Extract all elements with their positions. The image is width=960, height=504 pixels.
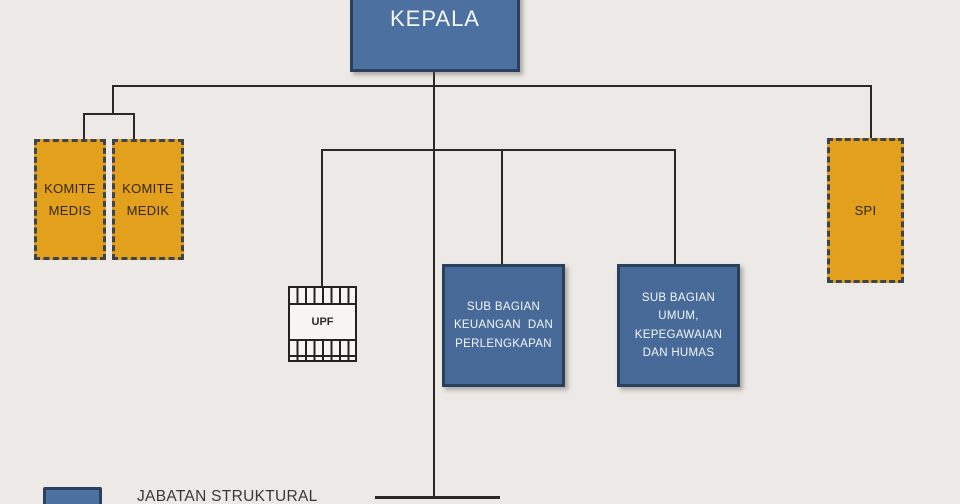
connector-medis-drop: [83, 113, 85, 140]
node-sub-umum-line2: UMUM,: [658, 310, 699, 322]
node-sub-umum-line1: SUB BAGIAN: [641, 291, 716, 304]
node-komite-medik-line2: MEDIK: [126, 202, 170, 218]
node-komite-medis: KOMITE MEDIS: [34, 139, 106, 260]
node-komite-medis-line1: KOMITE: [44, 180, 96, 196]
connector-branch2-horizontal: [322, 149, 676, 151]
node-komite-medik: KOMITE MEDIK: [112, 139, 184, 260]
node-sub-umum-line3: KEPEGAWAIAN: [634, 328, 723, 341]
upf-hatch-bottom-icon: [290, 339, 355, 360]
connector-spi-drop: [870, 85, 872, 139]
node-upf: UPF: [288, 286, 357, 362]
connector-medik-drop: [133, 113, 135, 140]
node-sub-bagian-keuangan: SUB BAGIAN KEUANGAN DAN PERLENGKAPAN: [442, 264, 565, 387]
node-sub-umum-line4: DAN HUMAS: [642, 347, 715, 359]
legend-structural-swatch: [43, 487, 102, 504]
node-komite-medis-line2: MEDIS: [48, 202, 92, 218]
node-kepala: KEPALA: [350, 0, 520, 72]
node-sub-keuangan-line2: KEUANGAN DAN: [453, 319, 554, 332]
node-partial-bottom: [375, 496, 500, 504]
node-sub-bagian-umum: SUB BAGIAN UMUM, KEPEGAWAIAN DAN HUMAS: [617, 264, 740, 387]
connector-sub-umum-drop: [674, 149, 676, 265]
connector-main-horizontal: [112, 85, 872, 87]
node-spi-label: SPI: [854, 202, 877, 218]
connector-upf-drop: [321, 149, 323, 287]
legend-structural-label: JABATAN STRUKTURAL: [137, 488, 318, 504]
connector-sub-keuangan-drop: [501, 149, 503, 265]
connector-komite-horizontal: [83, 113, 135, 115]
node-sub-keuangan-line3: PERLENGKAPAN: [455, 337, 552, 350]
connector-kepala-vertical: [433, 72, 435, 497]
connector-left-drop: [112, 85, 114, 115]
node-komite-medik-line1: KOMITE: [122, 180, 174, 196]
upf-hatch-top-icon: [290, 288, 355, 305]
node-upf-label: UPF: [311, 316, 334, 328]
node-kepala-label: KEPALA: [390, 6, 480, 31]
node-sub-keuangan-line1: SUB BAGIAN: [466, 300, 541, 313]
node-spi: SPI: [827, 138, 904, 283]
